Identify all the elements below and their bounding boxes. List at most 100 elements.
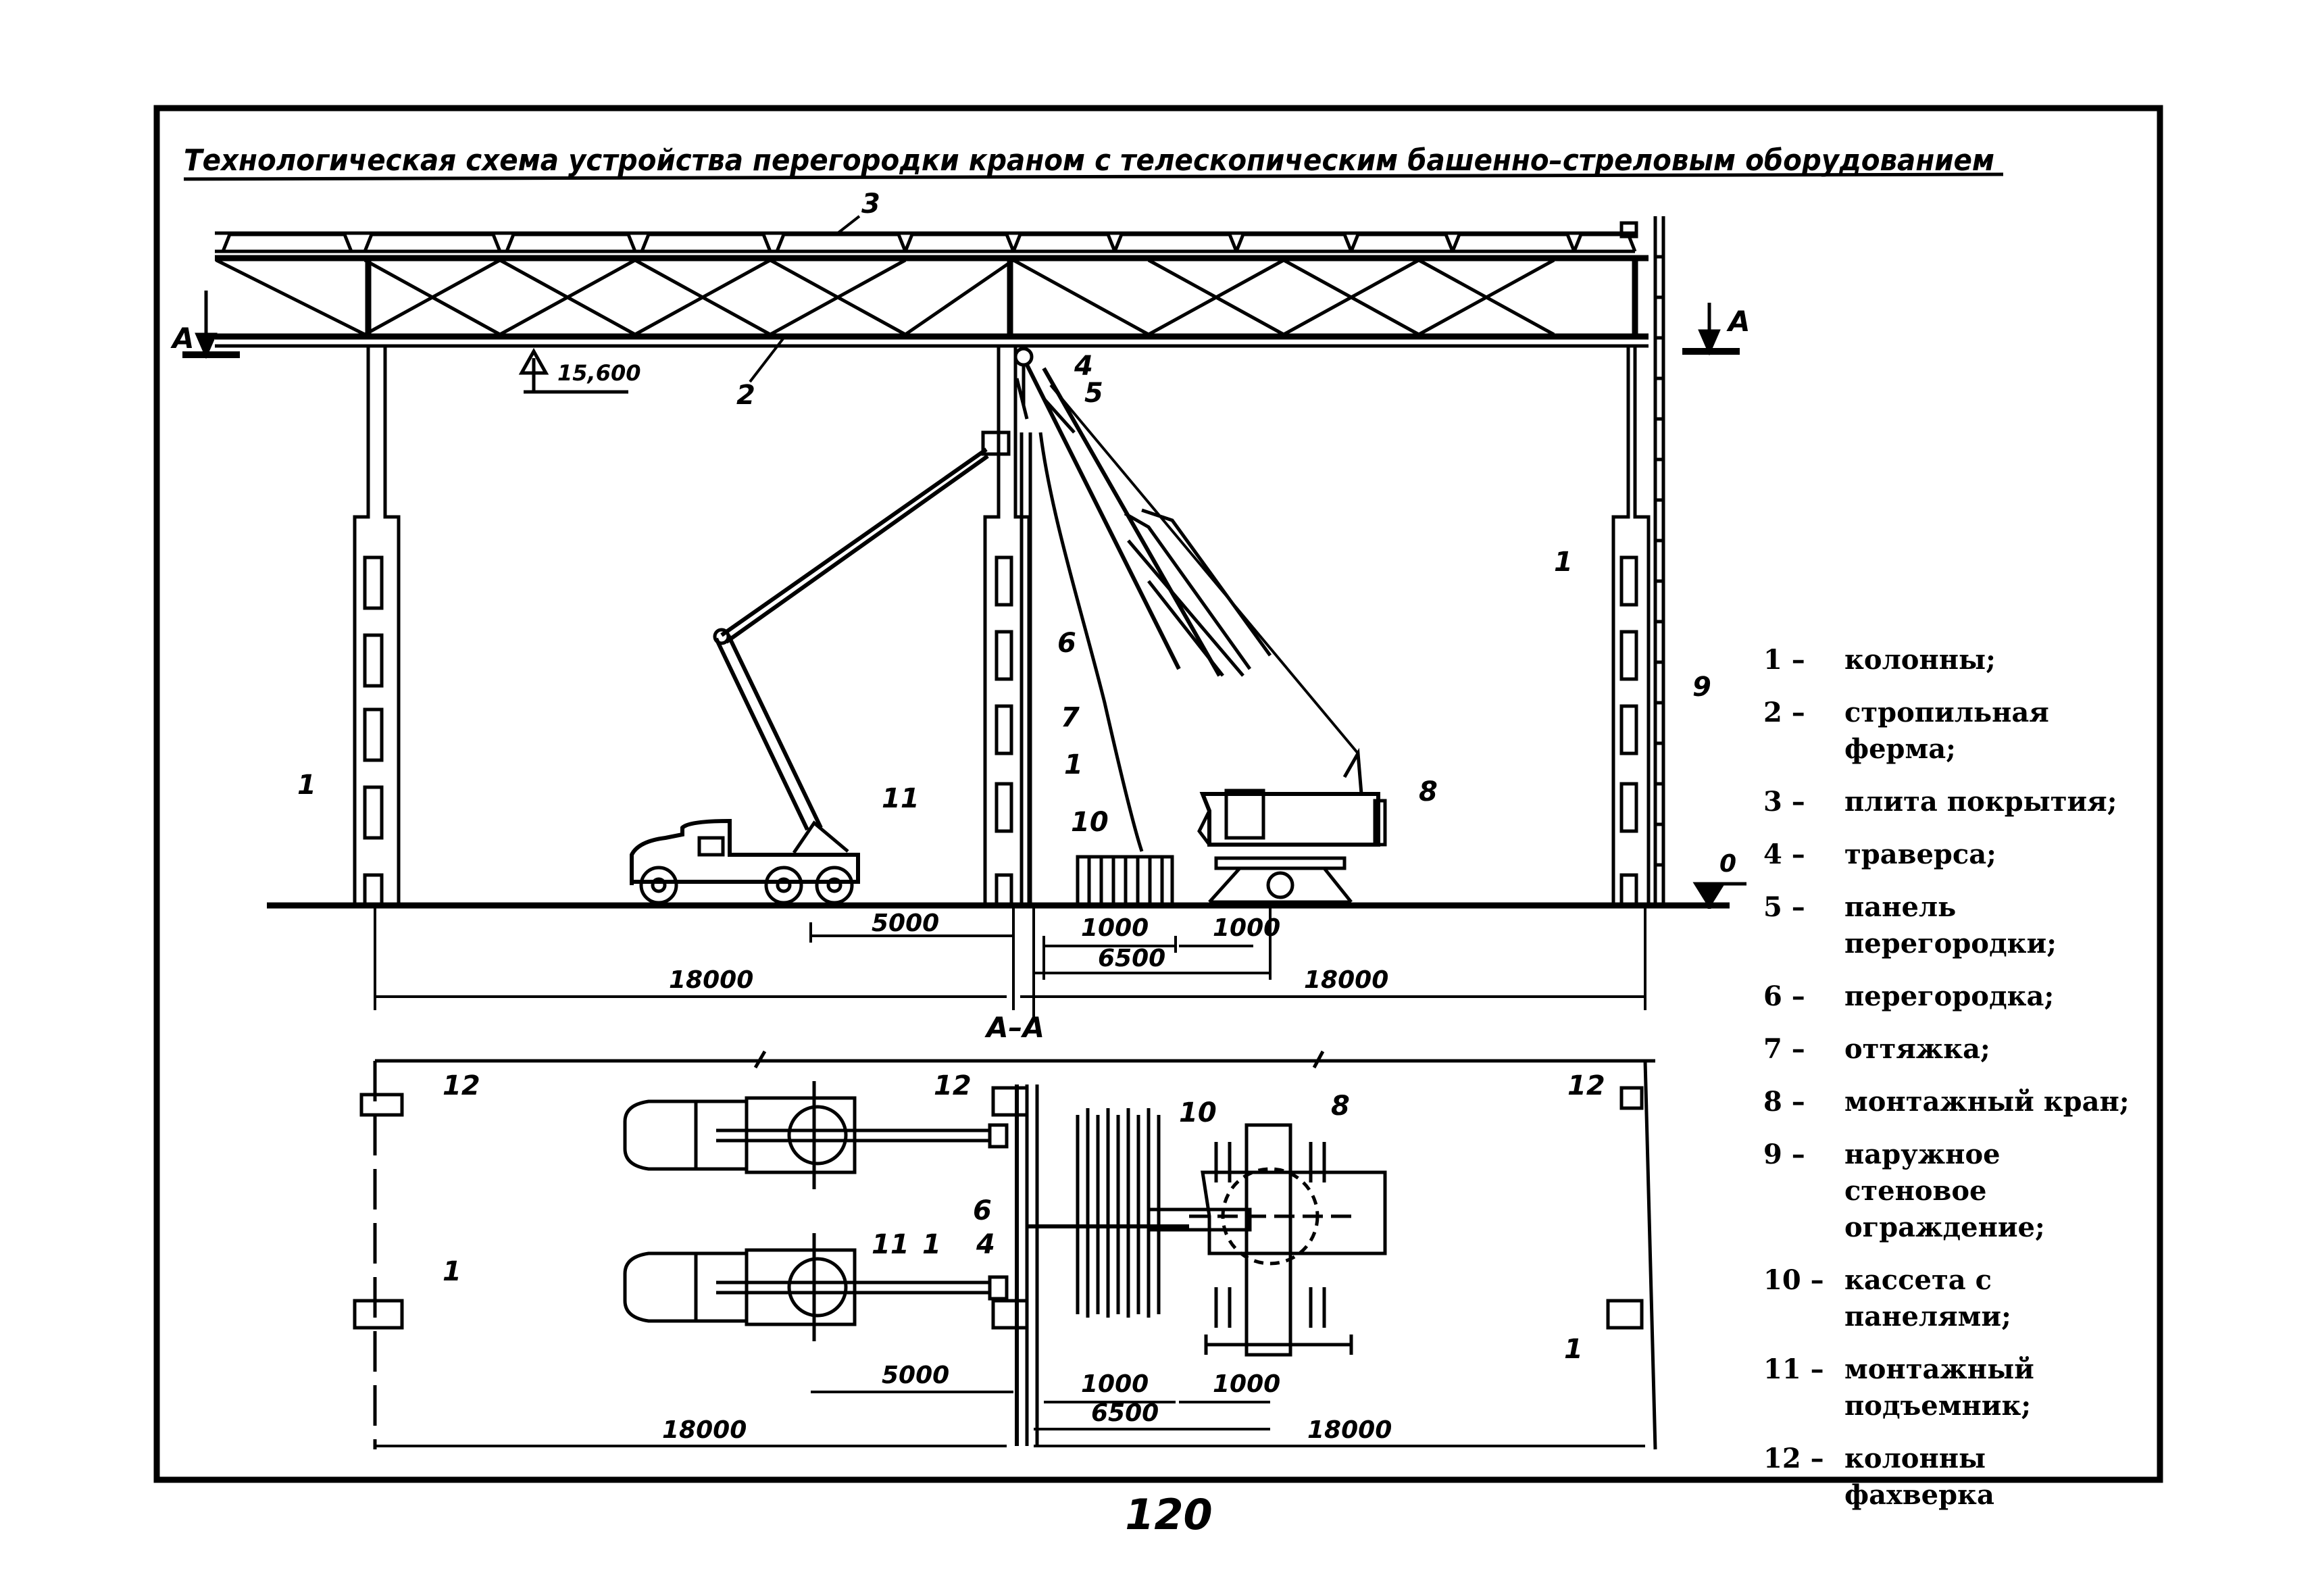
dim-6500-plan: 6500 bbox=[1091, 1399, 1159, 1427]
dim-18000a-plan: 18000 bbox=[662, 1416, 747, 1444]
section-label: А–А bbox=[984, 1011, 1045, 1044]
lifting-platform-truck bbox=[630, 430, 1011, 905]
callout-12a: 12 bbox=[443, 1070, 480, 1101]
section-mark-right: А bbox=[1682, 303, 1751, 356]
legend-number: 1 – bbox=[1763, 644, 1805, 676]
callout-12c: 12 bbox=[1567, 1070, 1605, 1101]
callout-12b: 12 bbox=[934, 1070, 972, 1101]
column-middle bbox=[983, 346, 1032, 907]
legend-number: 5 – bbox=[1763, 891, 1805, 923]
callout-2: 2 bbox=[736, 380, 755, 411]
legend-number: 8 – bbox=[1763, 1086, 1805, 1118]
elevation-view: А А 15,600 0 bbox=[170, 216, 1751, 1020]
svg-text:15,600: 15,600 bbox=[557, 360, 640, 386]
callout-labels: 3 2 4 5 1 6 7 1 10 11 8 1 9 12 12 12 10 … bbox=[297, 189, 1711, 1365]
title-underline bbox=[183, 172, 2004, 181]
legend-text: оттяжка; bbox=[1844, 1033, 1990, 1065]
drawing-title: Технологическая схема устройства перегор… bbox=[184, 143, 1994, 178]
callout-1q: 1 bbox=[443, 1256, 461, 1287]
dim-5000-plan: 5000 bbox=[882, 1362, 949, 1389]
plan-crane bbox=[1147, 1123, 1387, 1357]
legend-item: 11 – монтажный подъемник; bbox=[1763, 1351, 2142, 1424]
svg-text:А: А bbox=[170, 322, 195, 355]
legend-text: перегородка; bbox=[1844, 980, 2055, 1012]
callout-5: 5 bbox=[1084, 378, 1103, 409]
callout-11p: 11 bbox=[872, 1229, 909, 1260]
legend-text: плита покрытия; bbox=[1844, 786, 2117, 818]
dim-18000a-elev: 18000 bbox=[669, 966, 753, 994]
legend-item: 2 – стропильная ферма; bbox=[1763, 695, 2142, 768]
legend-item: 8 – монтажный кран; bbox=[1763, 1084, 2142, 1120]
svg-text:0: 0 bbox=[1719, 850, 1736, 878]
legend-item: 10 – кассета с панелями; bbox=[1763, 1262, 2142, 1335]
callout-6p: 6 bbox=[973, 1195, 992, 1226]
legend-number: 2 – bbox=[1763, 697, 1805, 728]
plan-view bbox=[353, 1050, 1657, 1450]
roof-trusses bbox=[215, 255, 1649, 348]
plan-cassette bbox=[1027, 1108, 1189, 1318]
legend-item: 6 – перегородка; bbox=[1763, 978, 2142, 1015]
drawing-frame bbox=[153, 105, 2163, 1483]
callout-7: 7 bbox=[1061, 702, 1080, 733]
callout-4p: 4 bbox=[976, 1229, 995, 1260]
dim-18000b-elev: 18000 bbox=[1304, 966, 1388, 994]
elevation-mark-top: 15,600 bbox=[518, 347, 640, 394]
dim-1000a-plan: 1000 bbox=[1081, 1370, 1149, 1398]
section-mark-left: А bbox=[170, 291, 240, 359]
dim-1000a-elev: 1000 bbox=[1081, 914, 1149, 942]
callout-10p: 10 bbox=[1179, 1097, 1217, 1128]
legend-text: наружное стеновое ограждение; bbox=[1844, 1139, 2045, 1243]
legend-item: 1 – колонны; bbox=[1763, 642, 2142, 678]
dim-18000b-plan: 18000 bbox=[1307, 1416, 1392, 1444]
dim-1000b-elev: 1000 bbox=[1213, 914, 1280, 942]
legend-number: 12 – bbox=[1763, 1443, 1824, 1474]
callout-6: 6 bbox=[1057, 628, 1076, 659]
legend-number: 6 – bbox=[1763, 980, 1805, 1012]
legend-text: колонны фахверка bbox=[1844, 1443, 1994, 1511]
dim-5000-elev: 5000 bbox=[872, 909, 939, 937]
legend-item: 4 – траверса; bbox=[1763, 837, 2142, 873]
legend-text: стропильная ферма; bbox=[1844, 697, 2049, 765]
callout-11: 11 bbox=[882, 783, 920, 814]
legend-text: монтажный кран; bbox=[1844, 1086, 2130, 1118]
callout-8: 8 bbox=[1419, 776, 1438, 807]
plan-truck-top bbox=[623, 1081, 1009, 1189]
callout-3: 3 bbox=[861, 189, 880, 220]
legend-item: 5 – панель перегородки; bbox=[1763, 889, 2142, 962]
mounting-crane bbox=[1025, 364, 1387, 904]
legend-number: 4 – bbox=[1763, 839, 1805, 870]
callout-4: 4 bbox=[1074, 351, 1093, 382]
legend-text: монтажный подъемник; bbox=[1844, 1353, 2034, 1422]
callout-1r: 1 bbox=[1564, 1334, 1583, 1365]
legend-number: 11 – bbox=[1763, 1353, 1824, 1385]
panel-cassette bbox=[1076, 855, 1174, 907]
legend-item: 3 – плита покрытия; bbox=[1763, 784, 2142, 820]
legend-number: 3 – bbox=[1763, 786, 1805, 818]
page-number: 120 bbox=[1125, 1490, 1213, 1539]
dim-1000b-plan: 1000 bbox=[1213, 1370, 1280, 1398]
callout-8p: 8 bbox=[1331, 1091, 1350, 1122]
callout-1a: 1 bbox=[297, 770, 316, 801]
elevation-dimensions bbox=[374, 905, 1646, 1020]
callout-10: 10 bbox=[1071, 807, 1109, 838]
legend-text: колонны; bbox=[1844, 644, 1996, 676]
legend-item: 7 – оттяжка; bbox=[1763, 1031, 2142, 1068]
legend-text: кассета с панелями; bbox=[1844, 1264, 2011, 1332]
legend-number: 7 – bbox=[1763, 1033, 1805, 1065]
column-left bbox=[353, 346, 401, 907]
svg-text:А: А bbox=[1726, 305, 1751, 338]
callout-1c: 1 bbox=[1554, 547, 1573, 578]
plan-truck-bottom bbox=[623, 1233, 1009, 1341]
legend-text: панель перегородки; bbox=[1844, 891, 2057, 959]
legend-item: 9 – наружное стеновое ограждение; bbox=[1763, 1137, 2142, 1246]
legend-number: 10 – bbox=[1763, 1264, 1824, 1296]
column-right bbox=[1611, 216, 1665, 907]
legend-text: траверса; bbox=[1844, 839, 1996, 870]
roof-slabs bbox=[215, 221, 1638, 253]
callout-9: 9 bbox=[1692, 672, 1711, 703]
legend-number: 9 – bbox=[1763, 1139, 1805, 1170]
legend: 1 – колонны; 2 – стропильная ферма; 3 – плита… bbox=[1763, 642, 2142, 1530]
callout-1p: 1 bbox=[922, 1229, 941, 1260]
callout-1b: 1 bbox=[1064, 749, 1083, 780]
